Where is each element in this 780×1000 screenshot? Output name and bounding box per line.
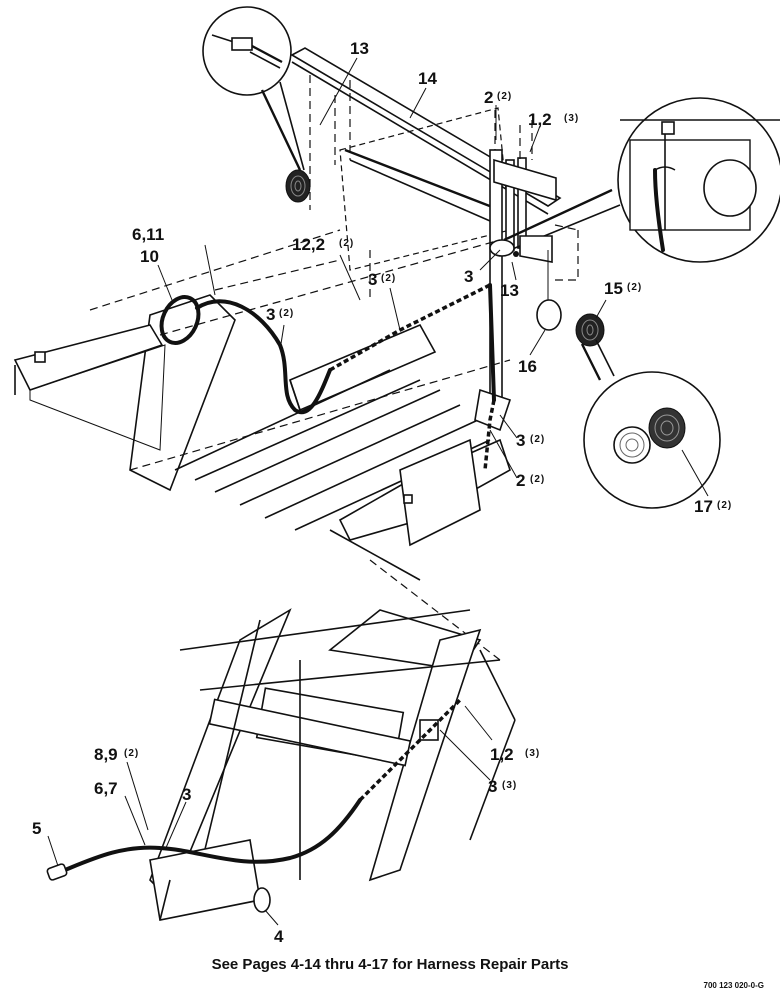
callout-1-2-bottom-qty: (3) <box>525 748 540 759</box>
callout-17-qty: (2) <box>717 500 732 511</box>
callout-4: 4 <box>274 927 284 946</box>
callout-2-lower-qty: (2) <box>530 474 545 485</box>
callout-13-top: 13 <box>350 39 369 58</box>
callout-1-2-top-qty: (3) <box>564 113 579 124</box>
callout-14: 14 <box>418 69 437 88</box>
callout-3-bottom: 3 <box>182 785 191 804</box>
callout-1-2-top: 1,2 <box>528 110 552 129</box>
reflector-15 <box>575 313 615 381</box>
callout-3-bottom-right: 3 <box>488 777 497 796</box>
harness-lower <box>46 698 462 913</box>
callout-labels: 13 14 2 (2) 1,2 (3) 6,11 10 12,2 (2) 3 (… <box>32 39 732 946</box>
callout-3-bottom-right-qty: (3) <box>502 780 517 791</box>
callout-17: 17 <box>694 497 713 516</box>
callout-2-lower: 2 <box>516 471 525 490</box>
callout-12-2-qty: (2) <box>339 238 354 249</box>
upper-chassis <box>13 229 512 581</box>
callout-2-top: 2 <box>484 88 493 107</box>
callout-3-lower-qty: (2) <box>530 434 545 445</box>
callout-3-mid: 3 <box>368 270 377 289</box>
callout-15-qty: (2) <box>627 282 642 293</box>
detail-circle-top-left <box>202 6 305 171</box>
detail-circle-top-right <box>503 97 780 263</box>
callout-3-mid-qty: (2) <box>381 273 396 284</box>
callout-8-9: 8,9 <box>94 745 118 764</box>
callout-6-7: 6,7 <box>94 779 118 798</box>
caption: See Pages 4-14 thru 4-17 for Harness Rep… <box>211 956 569 973</box>
bracket-center <box>489 235 553 263</box>
reflector-16 <box>536 250 562 331</box>
detail-circle-reflectors <box>583 371 721 509</box>
leader-lines <box>47 57 709 926</box>
callout-3-bracket: 3 <box>464 267 473 286</box>
callout-13-mid: 13 <box>500 281 519 300</box>
callout-6-11-top: 6,11 <box>132 225 164 244</box>
callout-1-2-bottom: 1,2 <box>490 745 514 764</box>
figure-code: 700 123 020-0-G <box>703 981 765 990</box>
lower-chassis <box>149 608 516 921</box>
callout-3-left-qty: (2) <box>279 308 294 319</box>
callout-5: 5 <box>32 819 41 838</box>
reflector-left <box>285 169 311 203</box>
upper-frame-assembly <box>290 47 579 411</box>
callout-10: 10 <box>140 247 159 266</box>
callout-2-top-qty: (2) <box>497 91 512 102</box>
callout-15: 15 <box>604 279 623 298</box>
callout-8-9-qty: (2) <box>124 748 139 759</box>
callout-3-left: 3 <box>266 305 275 324</box>
callout-3-lower: 3 <box>516 431 525 450</box>
callout-12-2: 12,2 <box>292 235 325 254</box>
callout-16: 16 <box>518 357 537 376</box>
